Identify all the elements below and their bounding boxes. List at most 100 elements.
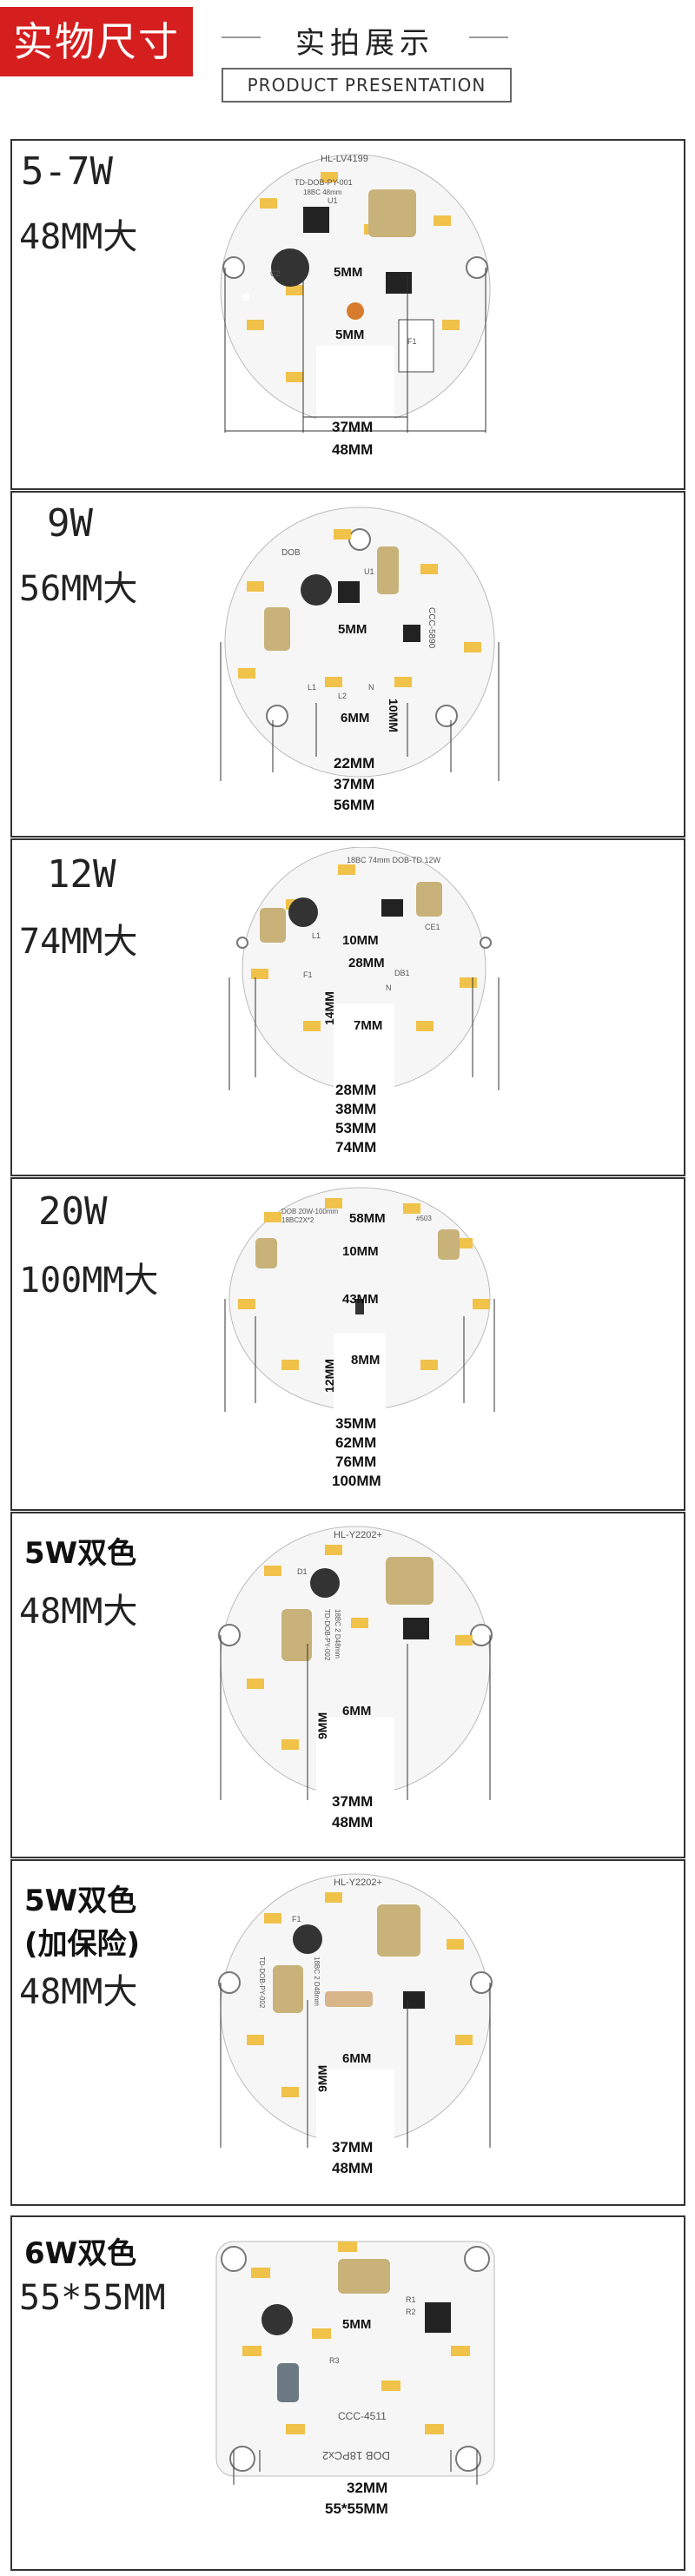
pcb-text: L1	[312, 931, 321, 940]
dimension-label: 100MM	[332, 1473, 381, 1489]
pcb-text: CE1	[425, 923, 440, 931]
panel-5-7w: 5-7W 48MM大 HL-LV4199 TD-DOB-PY-001 18BC …	[10, 139, 685, 490]
pcb-board-image: HL-Y2202+ F1 TD-DOB-PY-002 18BC 2 D48mm …	[218, 1873, 493, 2148]
panel-5w-dual: 5W双色 48MM大 HL-Y2202+ D1 TD-DOB-PY-002 18…	[10, 1512, 685, 1858]
dimension-label: 48MM	[332, 441, 374, 458]
pcb-board-image: DOB CCC-5890 U1 L1 L2 N 5MM 6MM 10MM	[220, 507, 500, 781]
dimension-label: 7MM	[354, 1018, 382, 1033]
pcb-text: N	[368, 683, 374, 692]
dimension-label: 5MM	[334, 265, 362, 280]
header-tag: 实物尺寸	[0, 7, 193, 76]
pcb-text: DB1	[394, 969, 410, 977]
dimension-label: 14MM	[322, 991, 336, 1025]
dimension-label: 5MM	[342, 2317, 371, 2332]
panel-20w: 20W 100MM大 DOB 20W-100mm 18BC2X*2 #503 5…	[10, 1177, 685, 1511]
pcb-text: F1	[303, 970, 313, 979]
pcb-board-image: HL-LV4199 TD-DOB-PY-001 18BC 48mm U1 C2 …	[220, 154, 491, 433]
panel-size: 55*55MM	[19, 2278, 166, 2318]
pcb-text: 18BC 2 D48mm	[334, 1609, 341, 1659]
pcb-text: L1	[308, 683, 316, 692]
dimension-label: 53MM	[335, 1120, 377, 1136]
pcb-text: #503	[416, 1215, 432, 1222]
pcb-text: D1	[297, 1567, 308, 1576]
dimension-label: 37MM	[332, 1793, 374, 1810]
dimension-label: 6MM	[342, 2051, 371, 2066]
dimension-label: 74MM	[335, 1139, 377, 1156]
pcb-board-image: CCC-4511 DOB 18PCx2 R1 R2 R3 5MM	[215, 2241, 495, 2485]
pcb-text: DOB	[281, 548, 301, 558]
pcb-board-image: DOB 20W-100mm 18BC2X*2 #503 58MM 10MM 43…	[224, 1187, 495, 1412]
dimension-label: 10MM	[342, 933, 379, 948]
dimension-label: 35MM	[335, 1415, 377, 1432]
pcb-text: HL-LV4199	[321, 154, 368, 164]
dimension-label: 28MM	[348, 956, 385, 970]
panel-watt: 6W双色	[24, 2236, 137, 2271]
pcb-text: DOB 18PCx2	[322, 2449, 390, 2462]
dimension-label: 9MM	[315, 2065, 329, 2092]
page-header: 实物尺寸 实拍展示 PRODUCT PRESENTATION	[0, 0, 695, 122]
dimension-label: 62MM	[335, 1434, 377, 1451]
panel-watt: 5-7W	[21, 149, 113, 194]
pcb-text: TD-DOB-PY-001	[295, 178, 353, 187]
pcb-text: F1	[292, 1915, 301, 1924]
dimension-label: 55*55MM	[325, 2500, 388, 2517]
pcb-text: HL-Y2202+	[334, 1530, 382, 1540]
panel-5w-dual-fuse: 5W双色 (加保险) 48MM大 HL-Y2202+ F1 TD-DOB-PY-…	[10, 1859, 685, 2206]
pcb-text: L2	[338, 692, 347, 700]
dimension-label: 8MM	[351, 1353, 380, 1367]
pcb-text: R2	[406, 2308, 416, 2316]
dimension-label: 37MM	[332, 2139, 374, 2155]
dimension-label: 22MM	[334, 755, 375, 771]
pcb-text: CCC-5890	[427, 607, 436, 649]
dimension-label: 32MM	[347, 2480, 388, 2496]
dimension-label: 6MM	[342, 1704, 371, 1718]
pcb-text: 18BC 48mm	[303, 189, 342, 196]
dimension-label: 37MM	[334, 776, 375, 792]
pcb-text: N	[386, 983, 392, 992]
panel-watt: 12W	[47, 852, 116, 897]
dimension-label: 48MM	[332, 2160, 374, 2176]
panel-watt: 5W双色	[24, 1884, 137, 1918]
pcb-text: 18BC2X*2	[281, 1216, 314, 1224]
pcb-text: 18BC 2 D48mm	[313, 1957, 321, 2006]
dimension-label: 12MM	[322, 1359, 336, 1393]
dimension-label: 9MM	[315, 1712, 329, 1739]
dimension-label: 5MM	[338, 622, 367, 637]
pcb-text: 18BC 74mm DOB-TD 12W	[347, 856, 441, 864]
pcb-text: U1	[328, 196, 338, 205]
panel-size: 48MM大	[19, 1592, 138, 1632]
pcb-text: R3	[329, 2356, 340, 2365]
dimension-label: 37MM	[332, 419, 374, 435]
pcb-text: U1	[364, 567, 374, 576]
pcb-text: DOB 20W-100mm	[281, 1208, 339, 1215]
panel-note: (加保险)	[24, 1927, 141, 1962]
panel-9w: 9W 56MM大 DOB CCC-5890 U1 L1 L2 N 5MM 6MM…	[10, 491, 685, 838]
pcb-text: TD-DOB-PY-002	[323, 1609, 331, 1661]
title-cn: 实拍展示	[295, 26, 434, 61]
panel-12w: 12W 74MM大 18BC 74mm DOB-TD 12W CE1 L1 F1…	[10, 838, 685, 1176]
panel-size: 74MM大	[19, 922, 138, 962]
pcb-text: HL-Y2202+	[334, 1877, 382, 1888]
panel-watt: 20W	[38, 1189, 108, 1234]
panel-6w-dual: 6W双色 55*55MM CCC-4511 DOB 18PCx2 R1 R2 R…	[10, 2215, 685, 2571]
panel-size: 48MM大	[19, 1972, 138, 2012]
panel-size: 56MM大	[19, 569, 138, 609]
dimension-label: 6MM	[341, 711, 369, 725]
dimension-label: 10MM	[387, 699, 400, 732]
pcb-text: TD-DOB-PY-002	[258, 1957, 266, 2009]
panel-size: 100MM大	[19, 1261, 159, 1301]
dimension-label: 5MM	[335, 328, 364, 342]
title-divider-right	[469, 36, 508, 38]
dimension-label: 10MM	[342, 1244, 379, 1259]
pcb-text: R1	[406, 2295, 416, 2304]
pcb-board-image: 18BC 74mm DOB-TD 12W CE1 L1 F1 DB1 N 10M…	[228, 847, 500, 1090]
dimension-label: 48MM	[332, 1814, 374, 1831]
pcb-board-image: HL-Y2202+ D1 TD-DOB-PY-002 18BC 2 D48mm …	[218, 1526, 493, 1800]
pcb-text: F1	[407, 337, 417, 346]
panel-size: 48MM大	[19, 217, 138, 257]
panel-watt: 9W	[47, 501, 93, 546]
pcb-text: C2	[270, 269, 281, 278]
pcb-text: CCC-4511	[338, 2410, 387, 2422]
dimension-label: 28MM	[335, 1082, 377, 1098]
dimension-label: 56MM	[334, 797, 375, 813]
